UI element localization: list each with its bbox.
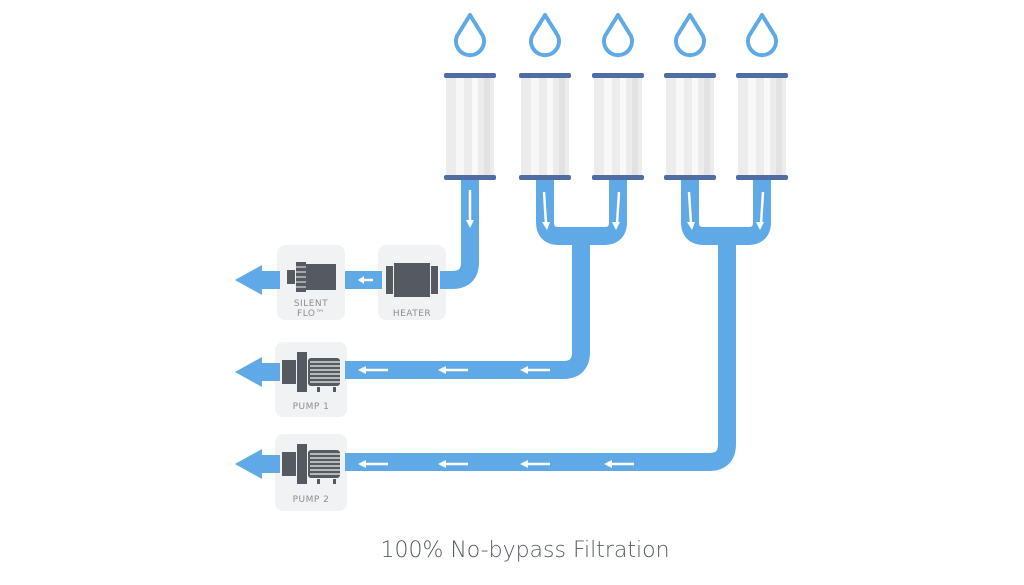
flow-arrow-icon [612, 191, 621, 230]
water-drop-icon [529, 13, 561, 58]
water-drop-icon [674, 13, 706, 58]
diagram-title: 100% No-bypass Filtration [380, 538, 670, 563]
flow-arrow-icon [438, 460, 468, 468]
outlet-arrow-icon [235, 357, 262, 387]
outlet-arrow-icon [235, 449, 262, 479]
flow-arrow-icon [358, 366, 388, 374]
flow-arrow-icon [358, 460, 388, 468]
flow-arrow-icon [466, 190, 474, 228]
flow-arrow-icon [520, 366, 550, 374]
pipes [262, 178, 771, 473]
flow-arrow-icon [542, 191, 550, 230]
filter-cartridge [519, 73, 571, 180]
pump1-icon [282, 352, 340, 392]
flow-arrow-icon [520, 460, 550, 468]
flow-arrow-icon [358, 276, 373, 284]
filter-cartridge [444, 73, 496, 180]
flow-arrow-icon [756, 191, 765, 230]
water-drop-icon [454, 13, 486, 58]
pump2-label: PUMP 2 [293, 495, 330, 505]
flow-arrow-icon [604, 460, 634, 468]
silent-flo-icon [287, 262, 336, 292]
heater-label: HEATER [393, 309, 431, 319]
filter-cartridge [664, 73, 716, 180]
filter-cartridge [592, 73, 644, 180]
water-drop-icon [602, 13, 634, 58]
heater-icon [386, 263, 438, 297]
silent-flo-label-1: SILENT [294, 299, 328, 309]
silent-flo-label-2: FLO™ [297, 309, 325, 319]
pipe-heater [440, 178, 479, 289]
water-drop-icon [746, 13, 778, 58]
flow-arrow-icon [687, 191, 695, 230]
pump2-icon [282, 444, 340, 484]
outlet-arrow-icon [235, 265, 262, 295]
filter-cartridge [736, 73, 788, 180]
flow-arrow-icon [438, 366, 468, 374]
pump1-label: PUMP 1 [293, 402, 330, 412]
